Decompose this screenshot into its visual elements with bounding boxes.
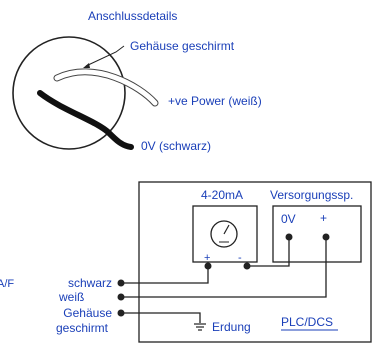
earth-icon: [194, 323, 206, 331]
wire-black: [121, 266, 209, 284]
meter-title: 4-20mA: [201, 188, 243, 202]
earth-label: Erdung: [212, 320, 251, 334]
shield-leader-line: [85, 45, 125, 67]
shield-label: Gehäuse geschirmt: [130, 39, 235, 53]
white-wire: [54, 69, 158, 106]
black-wire-terminal: [117, 279, 125, 287]
white-wire-terminal: [117, 293, 125, 301]
af-code-label: A/F: [0, 278, 14, 290]
shield-leader-arrow: [83, 63, 90, 68]
meter-minus-label: -: [238, 252, 242, 264]
wire-shield: [121, 312, 201, 323]
meter-plus-label: +: [204, 252, 210, 264]
meter-needle: [223, 224, 230, 235]
meter-box: [192, 205, 258, 263]
wire-shield-label-1: Gehäuse: [63, 306, 112, 320]
supply-plus-dot: [322, 233, 330, 241]
wire-shield-label-2: geschirmt: [56, 321, 109, 335]
shield-wire-terminal: [117, 309, 125, 317]
wire-meter-to-0v: [247, 237, 290, 267]
diagram-title: Anschlussdetails: [88, 9, 177, 23]
plc-dcs-box: [138, 181, 372, 343]
supply-zero-dot: [285, 233, 293, 241]
meter-gauge-icon: [210, 220, 238, 248]
wire-black-label: schwarz: [68, 276, 112, 290]
black-wire: [37, 90, 134, 150]
meter-plus-terminal: [204, 262, 212, 270]
supply-plus-terminal: +: [320, 211, 327, 225]
cable-jacket-outline: [12, 36, 126, 150]
supply-box: [272, 205, 362, 263]
power-label: +ve Power (weiß): [168, 94, 262, 108]
plc-dcs-label: PLC/DCS: [281, 315, 333, 329]
zero-volt-label: 0V (schwarz): [141, 139, 211, 153]
wire-white: [121, 237, 327, 298]
supply-zero-terminal: 0V: [281, 212, 296, 226]
meter-minus-terminal: [243, 262, 251, 270]
wire-white-label: weiß: [58, 290, 84, 304]
supply-title: Versorgungssp.: [270, 188, 353, 202]
